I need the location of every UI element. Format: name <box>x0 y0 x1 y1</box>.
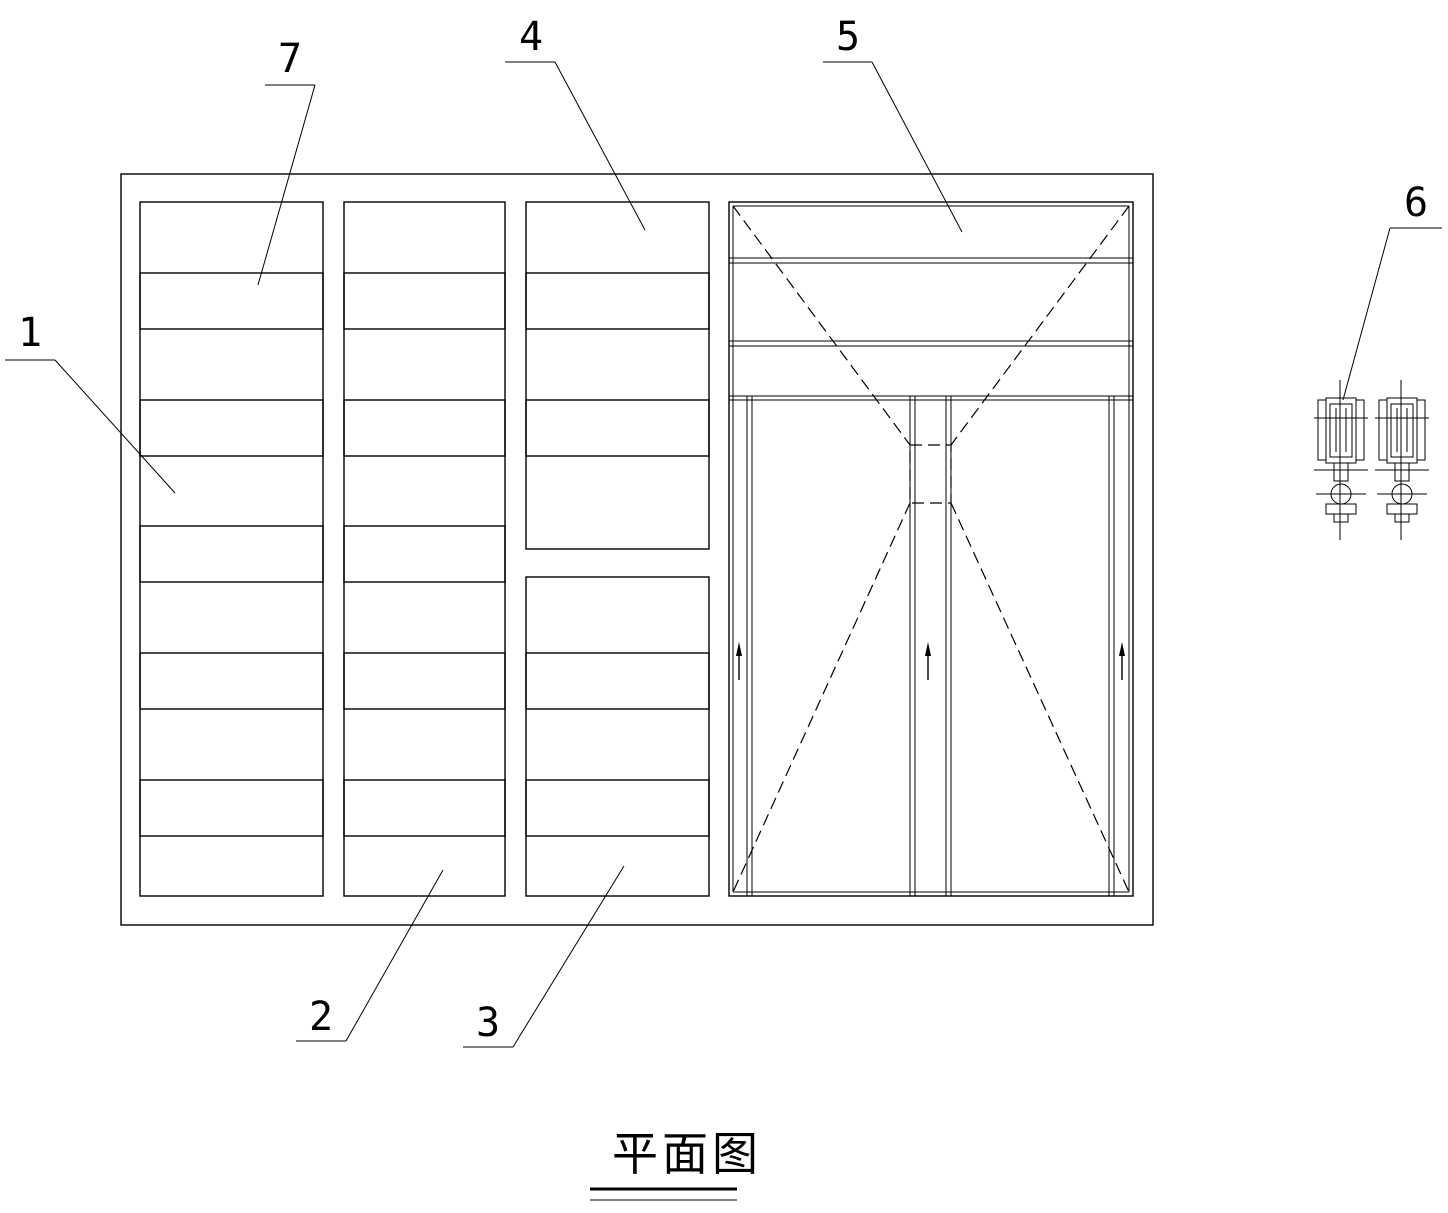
pump-unit-icon <box>1314 380 1368 540</box>
flow-arrow-icon <box>736 642 742 680</box>
hatch-band <box>343 652 506 710</box>
hatch-band <box>343 272 506 330</box>
hatch-band <box>525 399 710 457</box>
hatch-band <box>139 272 324 330</box>
label-6: 6 <box>1404 180 1428 226</box>
hatch-band <box>139 779 324 837</box>
outer-tank <box>120 173 1154 926</box>
hatch-band <box>525 272 710 330</box>
hatch-band <box>343 399 506 457</box>
leader-lines <box>5 61 1442 1048</box>
label-3: 3 <box>476 1000 500 1046</box>
label-7: 7 <box>278 36 302 82</box>
cell-3 <box>525 576 710 897</box>
hatch-band <box>139 525 324 583</box>
settling-chamber-5 <box>728 201 1134 897</box>
flow-arrow-icon <box>925 642 931 680</box>
label-5: 5 <box>836 14 860 60</box>
drawing-title: 平面图 <box>612 1127 762 1181</box>
cell-4 <box>525 201 710 550</box>
label-4: 4 <box>519 14 543 60</box>
chamber-outline <box>728 201 1134 897</box>
pump-unit-icon <box>1375 380 1429 540</box>
flow-arrow-icon <box>1119 642 1125 680</box>
cell-column-3-upper <box>525 201 710 550</box>
hatch-band <box>525 652 710 710</box>
center-dashed-box <box>909 444 952 504</box>
hatch-band <box>139 652 324 710</box>
hatch-band <box>139 399 324 457</box>
hatch-band <box>525 779 710 837</box>
cell-column-3-lower <box>525 576 710 897</box>
hatch-band <box>343 779 506 837</box>
cell-column-2 <box>343 201 506 897</box>
label-1: 1 <box>18 310 42 356</box>
label-2: 2 <box>309 994 333 1040</box>
hatch-band <box>343 525 506 583</box>
cell-1 <box>139 201 324 897</box>
cell-column-1 <box>139 201 324 897</box>
cell-2 <box>343 201 506 897</box>
